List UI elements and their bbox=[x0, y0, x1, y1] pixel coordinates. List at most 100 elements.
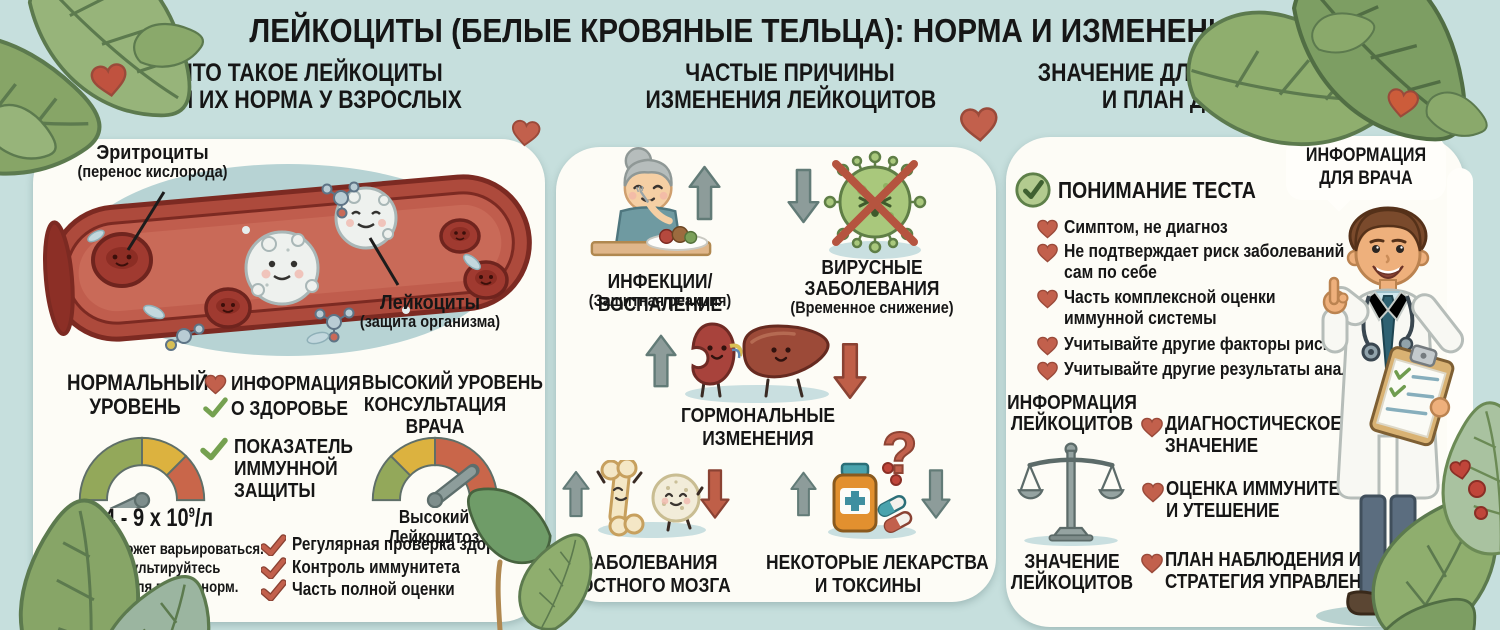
bone-marrow-illustration bbox=[596, 460, 706, 538]
health-info-label: ИНФОРМАЦИЯ О ЗДОРОВЬЕ bbox=[231, 371, 361, 421]
speech-line2: ДЛЯ ВРАЧА bbox=[1319, 168, 1413, 189]
pill-bottle-illustration bbox=[828, 462, 916, 539]
bullet-line2: сам по себе bbox=[1064, 261, 1157, 282]
kidney-liver-illustration bbox=[685, 322, 830, 403]
erythrocyte-icon bbox=[439, 218, 481, 254]
checklist-item: Регулярная проверка здоровья bbox=[292, 534, 533, 554]
molecule-icon bbox=[321, 181, 360, 219]
heart-icon bbox=[1037, 219, 1058, 239]
col1-heading: ЧТО ТАКОЕ ЛЕЙКОЦИТЫ И ИХ НОРМА У ВЗРОСЛЫ… bbox=[177, 60, 462, 114]
immune-indicator-label: ПОКАЗАТЕЛЬ ИММУННОЙ ЗАЩИТЫ bbox=[234, 436, 353, 502]
diagnostic-value-item: ДИАГНОСТИЧЕСКОЕ ЗНАЧЕНИЕ bbox=[1165, 413, 1342, 457]
speech-line1: ИНФОРМАЦИЯ bbox=[1305, 145, 1427, 166]
right2-line1: ОЦЕНКА ИММУНИТЕТА bbox=[1166, 478, 1362, 500]
page-title: ЛЕЙКОЦИТЫ (БЕЛЫЕ КРОВЯНЫЕ ТЕЛЬЦА): НОРМА… bbox=[249, 12, 1251, 49]
question-icon: ? bbox=[881, 420, 918, 487]
down-arrow-icon bbox=[921, 469, 951, 519]
right2-line2: И УТЕШЕНИЕ bbox=[1166, 500, 1280, 522]
up-arrow-icon bbox=[688, 165, 721, 221]
gauge-high-icon bbox=[371, 436, 499, 508]
bullet-item: Симптом, не диагноз bbox=[1064, 216, 1228, 237]
viral-line2: ЗАБОЛЕВАНИЯ bbox=[804, 277, 940, 300]
col3-heading-line1: ЗНАЧЕНИЕ ДЛЯ ДИАГНОСТИКИ bbox=[1037, 59, 1373, 87]
erythrocyte-icon bbox=[463, 260, 509, 300]
heart-icon bbox=[1141, 553, 1163, 574]
doctor-speech-text: ИНФОРМАЦИЯ ДЛЯ ВРАЧА bbox=[1298, 144, 1434, 190]
value-line2: ЛЕЙКОЦИТОВ bbox=[1010, 571, 1134, 594]
col3-heading: ЗНАЧЕНИЕ ДЛЯ ДИАГНОСТИКИ И ПЛАН ДЕЙСТВИЙ bbox=[1031, 60, 1380, 114]
checklist-item: Часть полной оценки bbox=[292, 579, 455, 599]
leukocyte-info-heading: ИНФОРМАЦИЯ ЛЕЙКОЦИТОВ bbox=[1004, 392, 1140, 434]
immunity-assessment-item: ОЦЕНКА ИММУНИТЕТА И УТЕШЕНИЕ bbox=[1166, 478, 1362, 522]
bullet-item: Часть комплексной оценки иммунной систем… bbox=[1064, 286, 1276, 328]
pointer-line-leukocytes bbox=[368, 237, 400, 286]
range-suffix: /л bbox=[194, 504, 214, 532]
health-info-line2: О ЗДОРОВЬЕ bbox=[231, 397, 348, 420]
high-gauge-label: Высокий Лейкоцитоз bbox=[388, 506, 480, 548]
right1-line2: ЗНАЧЕНИЕ bbox=[1165, 435, 1259, 457]
gauge-normal-icon bbox=[78, 436, 206, 508]
leukocytes-label: Лейкоциты bbox=[379, 291, 481, 314]
blood-vessel-illustration bbox=[43, 164, 532, 356]
medicines-line1: НЕКОТОРЫЕ ЛЕКАРСТВА bbox=[766, 551, 989, 574]
erythrocytes-sublabel: (перенос кислорода) bbox=[77, 163, 228, 181]
bullet-item: Учитывайте другие факторы риска bbox=[1064, 333, 1340, 354]
normal-level-label: НОРМАЛЬНЫЙ УРОВЕНЬ bbox=[67, 371, 208, 419]
leukocyte-icon bbox=[334, 186, 398, 250]
kidney-icon bbox=[691, 322, 743, 398]
heart-icon bbox=[204, 374, 227, 395]
bone-marrow-title: ЗАБОЛЕВАНИЯ КОСТНОГО МОЗГА bbox=[557, 551, 744, 597]
understanding-test-title: ПОНИМАНИЕ ТЕСТА bbox=[1058, 177, 1256, 203]
col2-heading: ЧАСТЫЕ ПРИЧИНЫ ИЗМЕНЕНИЯ ЛЕЙКОЦИТОВ bbox=[646, 59, 937, 114]
check-icon bbox=[261, 557, 286, 579]
hormonal-title: ГОРМОНАЛЬНЫЕ ИЗМЕНЕНИЯ bbox=[665, 404, 852, 450]
col2-heading-line1: ЧАСТЫЕ ПРИЧИНЫ bbox=[685, 59, 895, 87]
right3-line1: ПЛАН НАБЛЮДЕНИЯ И bbox=[1165, 549, 1361, 571]
scales-icon bbox=[1017, 442, 1125, 546]
right1-line1: ДИАГНОСТИЧЕСКОЕ bbox=[1165, 413, 1342, 435]
bone-marrow-line1: ЗАБОЛЕВАНИЯ bbox=[582, 551, 718, 574]
footnote-line2: Проконсультируйтесь bbox=[75, 560, 221, 577]
heart-icon bbox=[1037, 361, 1058, 381]
footnote-line1: *Норма может варьироваться. bbox=[64, 541, 264, 558]
heart-icon bbox=[1037, 243, 1058, 263]
info-line2: ЛЕЙКОЦИТОВ bbox=[1010, 412, 1134, 435]
check-icon bbox=[261, 579, 286, 601]
plasma-particles bbox=[87, 226, 481, 345]
viral-line1: ВИРУСНЫЕ bbox=[821, 256, 923, 279]
leukocyte-icon bbox=[244, 230, 320, 306]
capsule-icon bbox=[877, 462, 913, 534]
eating-person-illustration bbox=[590, 147, 712, 257]
leukocytes-sublabel: (защита организма) bbox=[359, 313, 501, 331]
circled-check-icon bbox=[1015, 172, 1051, 208]
bone-icon bbox=[596, 460, 645, 537]
molecule-icon bbox=[165, 323, 205, 351]
down-arrow-icon bbox=[700, 469, 730, 519]
down-arrow-icon bbox=[787, 168, 820, 224]
doctor-illustration bbox=[1316, 206, 1465, 627]
up-arrow-icon bbox=[562, 470, 590, 518]
high-level-line2: КОНСУЛЬТАЦИЯ bbox=[363, 393, 507, 416]
medicines-line2: И ТОКСИНЫ bbox=[814, 574, 922, 597]
high-level-label: ВЫСОКИЙ УРОВЕНЬ КОНСУЛЬТАЦИЯ ВРАЧА bbox=[362, 372, 543, 438]
right3-line2: СТРАТЕГИЯ УПРАВЛЕНИЯ bbox=[1165, 571, 1386, 593]
erythrocytes-label: Эритроциты bbox=[96, 141, 209, 164]
viral-subtitle: (Временное снижение) bbox=[790, 298, 954, 317]
viral-title: ВИРУСНЫЕ ЗАБОЛЕВАНИЯ bbox=[779, 257, 966, 299]
pointer-line-erythrocytes bbox=[126, 191, 166, 251]
erythrocyte-icon bbox=[204, 287, 252, 329]
col1-heading-line2: И ИХ НОРМА У ВЗРОСЛЫХ bbox=[177, 86, 462, 114]
footnote-line3: с врачом для ваших норм. bbox=[64, 579, 239, 596]
up-arrow-icon bbox=[645, 334, 677, 388]
bone-marrow-line2: КОСТНОГО МОЗГА bbox=[569, 574, 731, 597]
cross-out-icon bbox=[832, 160, 918, 246]
high-level-line3: ВРАЧА bbox=[405, 415, 465, 438]
normal-range-value: ~ 4 - 9 x 109/л bbox=[70, 504, 230, 533]
bullet-item: Не подтверждает риск заболеваний сам по … bbox=[1064, 240, 1344, 282]
liver-icon bbox=[742, 324, 830, 398]
check-icon bbox=[261, 534, 286, 556]
range-footnote: *Норма может варьироваться. Проконсульти… bbox=[64, 540, 264, 597]
heart-icon bbox=[1037, 336, 1058, 356]
leukocyte-value-heading: ЗНАЧЕНИЕ ЛЕЙКОЦИТОВ bbox=[1004, 551, 1140, 593]
